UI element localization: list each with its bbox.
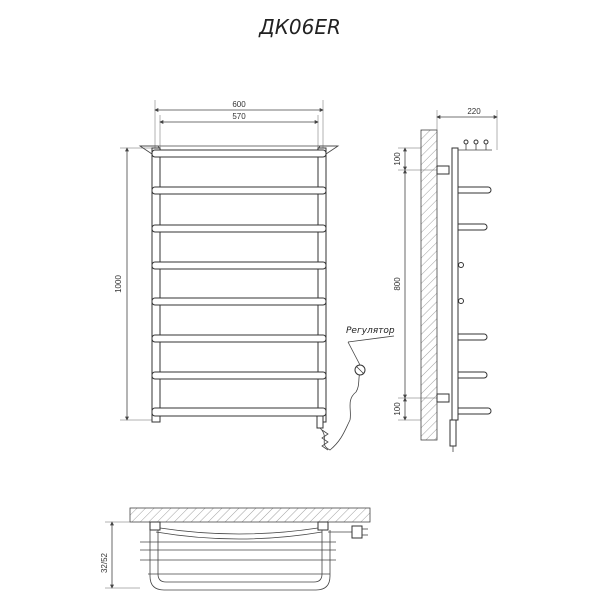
- top-view-frame: [149, 530, 331, 591]
- side-heating-element: [449, 419, 457, 447]
- side-rungs: [457, 186, 492, 415]
- width-inner-label: 570: [232, 112, 246, 121]
- rung: [151, 261, 327, 270]
- mount-spacing-label: 800: [393, 277, 402, 291]
- rung: [151, 297, 327, 306]
- rung: [151, 371, 327, 380]
- regulator-leader-line: [347, 341, 361, 366]
- rung: [151, 334, 327, 343]
- top-offset-label: 100: [393, 152, 402, 166]
- side-view: 220 100 800 100: [393, 107, 498, 452]
- regulator-label: Регулятор: [346, 326, 395, 336]
- width-outer-label: 600: [232, 100, 246, 109]
- front-view: 600 570 1000: [114, 100, 395, 451]
- rung: [151, 407, 327, 417]
- right-top-mount: [317, 521, 329, 531]
- lower-wall-mount: [436, 393, 450, 403]
- left-top-mount: [149, 521, 161, 531]
- left-post: [151, 147, 161, 423]
- rungs: [151, 149, 327, 417]
- bottom-offset-label: 100: [393, 402, 402, 416]
- upper-wall-mount: [436, 165, 450, 175]
- depth-label: 220: [467, 107, 481, 116]
- top-wall-section: [129, 507, 371, 523]
- height-label: 1000: [114, 275, 123, 293]
- cable-coil: [321, 429, 329, 451]
- side-post: [451, 147, 459, 421]
- drawing-title: ДК06ER: [258, 15, 341, 39]
- rung: [151, 224, 327, 233]
- rung: [151, 149, 327, 158]
- top-view-plug: [351, 525, 363, 539]
- heating-element-plug: [316, 415, 324, 429]
- rung: [151, 186, 327, 195]
- top-view: 32/52: [100, 507, 371, 591]
- wall-section: [420, 129, 438, 441]
- top-offset-label: 32/52: [100, 552, 109, 573]
